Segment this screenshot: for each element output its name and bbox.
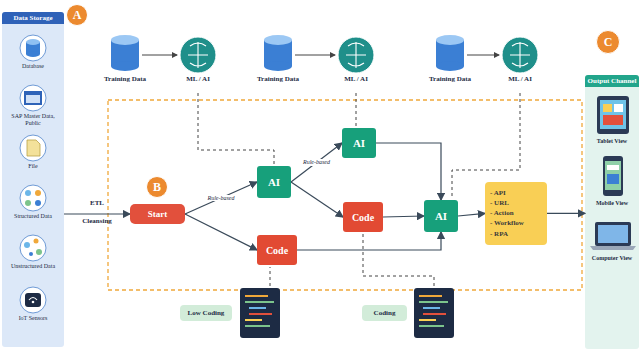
storage-label: SAP Master Data, Public (4, 113, 62, 126)
panel-heading: Output Channel (585, 75, 639, 87)
flow-connector (297, 232, 441, 250)
node-text: - API (490, 188, 542, 198)
code-screens (240, 288, 454, 338)
flow-connector (547, 213, 585, 214)
node-text: Start (148, 209, 168, 219)
flow-connector (64, 213, 130, 214)
node-text: Code (266, 245, 288, 256)
icon-label: ML / AI (173, 76, 223, 84)
node-text: AI (268, 176, 280, 188)
flow-connector (376, 143, 441, 200)
callout-letter: B (146, 176, 168, 198)
node-text: AI (435, 210, 447, 222)
callout-letter: A (66, 4, 88, 26)
output-panel: Output Channel (585, 75, 639, 349)
flow-connector (383, 216, 424, 217)
flow-label: ETL (72, 200, 122, 208)
coding-tag: Low Coding (180, 305, 232, 321)
callout-letter: C (596, 30, 620, 54)
storage-panel-bg (2, 12, 64, 347)
flow-label: Cleansing (72, 218, 122, 226)
node-text: - RPA (490, 229, 542, 239)
storage-label: Unstructured Data (4, 263, 62, 270)
icon-label: Training Data (248, 76, 308, 84)
device-icons (590, 96, 636, 250)
storage-label: IoT Sensors (4, 315, 62, 322)
flow-connector (185, 182, 257, 214)
flow-connector (291, 143, 342, 182)
device-label: Computer View (586, 255, 638, 262)
storage-icons (20, 35, 46, 313)
icon-label: Training Data (420, 76, 480, 84)
node-text: Code (352, 212, 374, 223)
icon-label: ML / AI (331, 76, 381, 84)
node-text: - URL (490, 198, 542, 208)
node-text: - Action (490, 208, 542, 218)
storage-panel: Data Storage (2, 12, 64, 347)
training-icons (111, 35, 538, 73)
node-text: Coding (374, 309, 396, 317)
node-text: AI (353, 137, 365, 149)
storage-label: File (4, 163, 62, 170)
coding-tag: Coding (362, 305, 407, 321)
node-text: B (153, 180, 161, 195)
storage-label: Database (4, 63, 62, 70)
code-box: Code (343, 202, 383, 232)
node-text: A (73, 8, 82, 23)
edge-label: Rule-based (207, 195, 236, 202)
ai-box: AI (257, 166, 291, 198)
node-text: Low Coding (188, 309, 225, 317)
icon-label: ML / AI (495, 76, 545, 84)
output-panel-bg (585, 75, 639, 349)
flow-connector (458, 213, 485, 216)
dashed-links (198, 93, 520, 286)
node-text: C (604, 35, 613, 50)
ai-box: AI (342, 128, 376, 158)
output-list: - API- URL- Action- Workflow- RPA (485, 182, 547, 245)
edge-label: Rule-based (302, 159, 331, 166)
panel-heading: Data Storage (2, 12, 64, 24)
code-box: Code (257, 235, 297, 265)
device-label: Mobile View (586, 200, 638, 207)
storage-label: Structured Data (4, 213, 62, 220)
icon-label: Training Data (95, 76, 155, 84)
flow-connector (185, 214, 257, 250)
node-text: - Workflow (490, 218, 542, 228)
start-box: Start (130, 204, 185, 224)
ai-box: AI (424, 200, 458, 232)
flow-connector (291, 182, 343, 217)
process-region (108, 100, 582, 290)
device-label: Tablet View (586, 138, 638, 145)
